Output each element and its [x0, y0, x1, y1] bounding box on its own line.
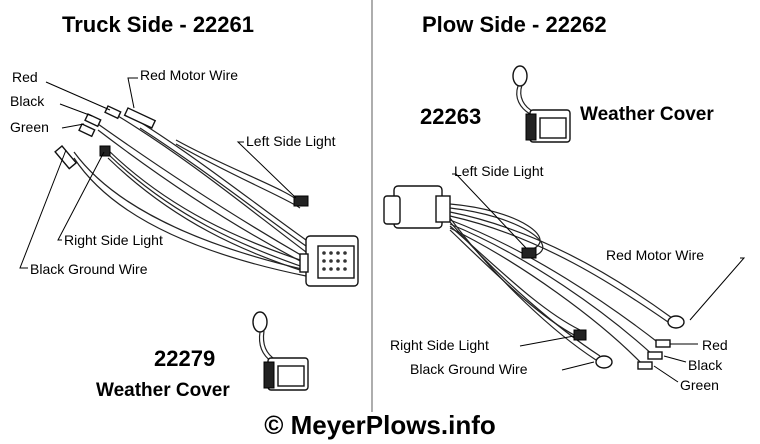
- plow-side-title: Plow Side - 22262: [422, 12, 607, 37]
- plow-weather-cover-part-number: 22263: [420, 104, 481, 129]
- right-light-plug: [99, 145, 111, 157]
- truck-label-red: Red: [12, 69, 38, 85]
- red-terminal: [104, 105, 122, 120]
- plow-main-connector: [383, 185, 451, 229]
- left-light-plug: [293, 195, 309, 207]
- truck-weather-cover-illustration: [252, 311, 309, 391]
- plow-label-black: Black: [688, 357, 723, 373]
- truck-label-green: Green: [10, 119, 49, 135]
- plow-red-motor-ring: [667, 315, 685, 329]
- plow-label-red: Red: [702, 337, 728, 353]
- plow-leader-lines: [452, 173, 746, 383]
- truck-label-black: Black: [10, 93, 45, 109]
- truck-main-connector: [299, 235, 359, 287]
- plow-weather-cover-label: Weather Cover: [580, 104, 714, 125]
- truck-side-title: Truck Side - 22261: [62, 12, 254, 37]
- truck-label-left-side-light: Left Side Light: [246, 133, 336, 149]
- plow-green-terminal: [637, 361, 653, 370]
- ground-terminal: [54, 145, 78, 170]
- plow-label-black-ground-wire: Black Ground Wire: [410, 361, 528, 377]
- plow-terminals: [521, 247, 685, 370]
- truck-label-black-ground-wire: Black Ground Wire: [30, 261, 148, 277]
- plow-label-left-side-light: Left Side Light: [454, 163, 544, 179]
- plow-red-terminal: [655, 339, 671, 348]
- plow-black-terminal: [647, 351, 663, 360]
- truck-leader-lines: [19, 77, 297, 269]
- plow-left-light-plug: [521, 247, 537, 259]
- plow-weather-cover-illustration: [512, 65, 571, 143]
- plow-label-green: Green: [680, 377, 719, 393]
- plow-harness-wires: [449, 203, 673, 367]
- plow-side-section: Plow Side - 22262 22263 Weather Cover: [383, 12, 746, 393]
- green-terminal: [78, 123, 96, 138]
- truck-side-section: Truck Side - 22261: [10, 12, 359, 401]
- plow-label-right-side-light: Right Side Light: [390, 337, 489, 353]
- copyright-footer: © MeyerPlows.info: [264, 410, 496, 440]
- truck-weather-cover-label: Weather Cover: [96, 380, 230, 401]
- truck-label-red-motor-wire: Red Motor Wire: [140, 67, 238, 83]
- black-terminal: [84, 113, 102, 128]
- red-motor-terminal: [123, 107, 157, 129]
- plow-label-red-motor-wire: Red Motor Wire: [606, 247, 704, 263]
- truck-weather-cover-part-number: 22279: [154, 346, 215, 371]
- plow-ground-ring: [595, 355, 613, 369]
- truck-label-right-side-light: Right Side Light: [64, 232, 163, 248]
- plow-right-light-plug: [573, 329, 587, 341]
